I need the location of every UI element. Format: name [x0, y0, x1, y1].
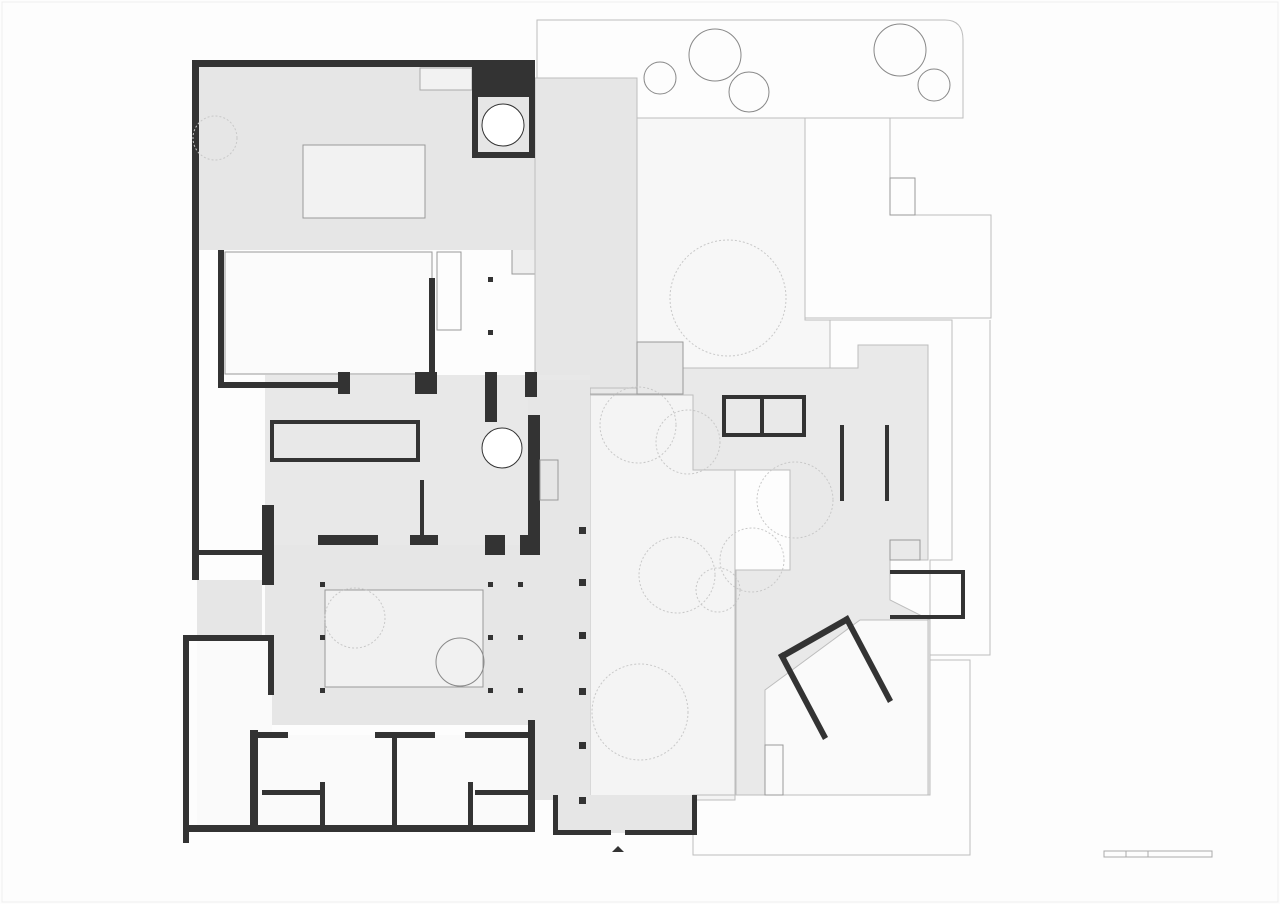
walls — [183, 60, 965, 843]
pool — [302, 144, 426, 219]
trees — [192, 23, 951, 761]
round-feature — [481, 103, 525, 147]
dining-hall — [224, 251, 433, 375]
spiral-stair — [481, 427, 523, 469]
columns — [320, 277, 624, 852]
stairs — [436, 177, 921, 796]
scale-bar — [1103, 850, 1213, 858]
